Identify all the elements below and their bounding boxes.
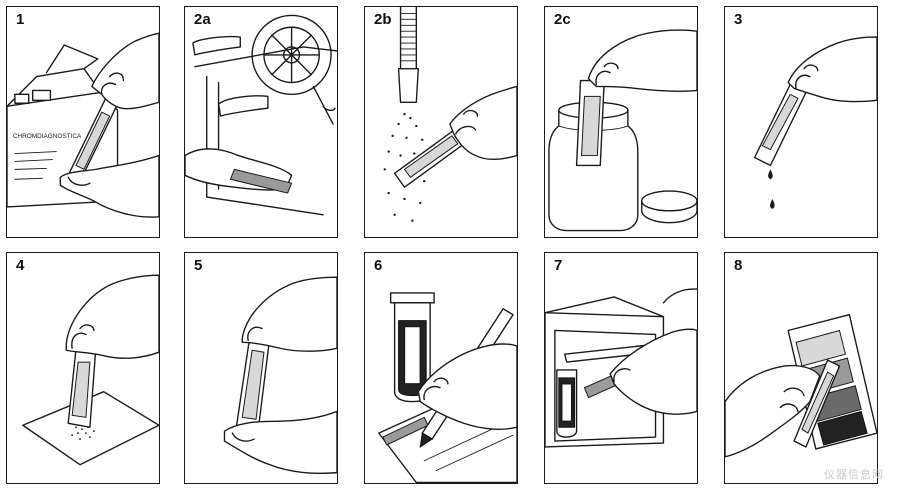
- panel-step-6: 6: [364, 252, 518, 484]
- step-1-illustration: CHROMDIAGNOSTICA: [7, 32, 159, 218]
- box-brand-text: CHROMDIAGNOSTICA: [13, 133, 82, 140]
- step-label: 4: [14, 257, 27, 275]
- step-label: 1: [14, 11, 27, 29]
- step-2b-illustration: [383, 7, 517, 222]
- step-label: 2a: [192, 11, 213, 29]
- step-8-illustration: [725, 314, 877, 458]
- step-6-illustration: [378, 292, 517, 483]
- panel-step-4: 4: [6, 252, 160, 484]
- step-label: 6: [372, 257, 385, 275]
- panel-step-2c: 2c: [544, 6, 698, 238]
- step-label: 3: [732, 11, 745, 29]
- step-label: 5: [192, 257, 205, 275]
- step-label: 7: [552, 257, 565, 275]
- step-3-illustration: [753, 36, 877, 209]
- step-7-illustration: [545, 288, 697, 448]
- panel-step-7: 7: [544, 252, 698, 484]
- step-label: 2b: [372, 11, 394, 29]
- watermark: 仪器信息网: [824, 469, 884, 481]
- panel-step-5: 5: [184, 252, 338, 484]
- panel-step-3: 3: [724, 6, 878, 238]
- panel-step-2a: 2a: [184, 6, 338, 238]
- step-label: 8: [732, 257, 745, 275]
- panel-step-8: 8: [724, 252, 878, 484]
- step-label: 2c: [552, 11, 573, 29]
- step-2a-illustration: [185, 14, 337, 216]
- step-4-illustration: [22, 274, 159, 466]
- step-5-illustration: [223, 276, 337, 475]
- step-2c-illustration: [548, 29, 697, 232]
- panel-step-1: 1 CHROMDIAGNOSTICA: [6, 6, 160, 238]
- panel-step-2b: 2b: [364, 6, 518, 238]
